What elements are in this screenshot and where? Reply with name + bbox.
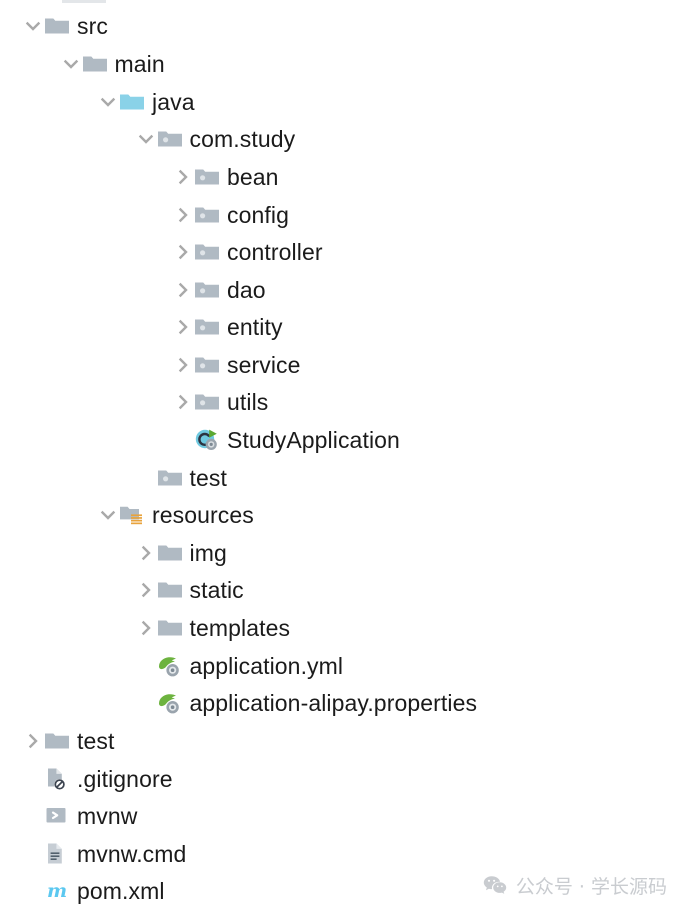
- tree-row[interactable]: bean: [0, 158, 681, 195]
- tree-row[interactable]: config: [0, 196, 681, 233]
- tree-row[interactable]: StudyApplication: [0, 421, 681, 458]
- chevron-down-icon[interactable]: [135, 128, 157, 150]
- tree-row[interactable]: java: [0, 83, 681, 120]
- tree-row[interactable]: service: [0, 346, 681, 383]
- text-file-icon: [44, 841, 70, 867]
- folder-gray-icon: [157, 540, 183, 566]
- package-gray-icon: [194, 389, 220, 415]
- tree-item-label: application.yml: [189, 652, 344, 679]
- tree-row[interactable]: application-alipay.properties: [0, 684, 681, 721]
- chevron-down-icon[interactable]: [97, 504, 119, 526]
- tree-row[interactable]: application.yml: [0, 647, 681, 684]
- tree-item-label: img: [189, 539, 227, 566]
- tree-row[interactable]: .gitignore: [0, 760, 681, 797]
- gitignore-file-icon: [44, 766, 70, 792]
- chevron-right-icon[interactable]: [172, 166, 194, 188]
- tree-row[interactable]: templates: [0, 609, 681, 646]
- chevron-right-icon[interactable]: [135, 542, 157, 564]
- tree-item-label: pom.xml: [77, 877, 165, 904]
- spring-config-icon: [157, 690, 183, 716]
- tree-item-label: main: [114, 50, 165, 77]
- tree-item-label: src: [77, 12, 108, 39]
- folder-resources-icon: [119, 502, 145, 528]
- tree-item-label: bean: [227, 163, 279, 190]
- tree-item-label: dao: [227, 276, 266, 303]
- tree-row[interactable]: src: [0, 7, 681, 44]
- tree-row[interactable]: mvnw.cmd: [0, 835, 681, 872]
- folder-gray-icon: [44, 13, 70, 39]
- tree-item-label: static: [189, 576, 244, 603]
- tree-row[interactable]: test: [0, 459, 681, 496]
- tree-item-label: service: [227, 351, 301, 378]
- spring-config-icon: [157, 653, 183, 679]
- chevron-right-icon[interactable]: [135, 617, 157, 639]
- tree-item-label: test: [77, 727, 115, 754]
- spring-boot-class-icon: [194, 427, 220, 453]
- folder-blue-icon: [119, 89, 145, 115]
- package-gray-icon: [194, 164, 220, 190]
- svg-text:m: m: [47, 880, 67, 902]
- folder-gray-icon: [157, 577, 183, 603]
- tree-item-label: mvnw.cmd: [77, 840, 187, 867]
- tree-item-label: templates: [189, 614, 291, 641]
- chevron-right-icon[interactable]: [172, 279, 194, 301]
- chevron-right-icon[interactable]: [172, 354, 194, 376]
- tree-item-label: resources: [152, 501, 254, 528]
- tree-item-label: utils: [227, 388, 269, 415]
- package-gray-icon: [194, 314, 220, 340]
- tree-row[interactable]: dao: [0, 271, 681, 308]
- watermark-text: 公众号 · 学长源码: [515, 876, 667, 898]
- tree-item-label: .gitignore: [77, 765, 173, 792]
- package-gray-icon: [194, 277, 220, 303]
- tree-row[interactable]: entity: [0, 308, 681, 345]
- chevron-right-icon[interactable]: [172, 391, 194, 413]
- folder-gray-icon: [82, 51, 108, 77]
- tree-item-label: config: [227, 201, 289, 228]
- tree-item-label: mvnw: [77, 802, 138, 829]
- package-gray-icon: [157, 126, 183, 152]
- wechat-icon: [483, 875, 507, 897]
- tree-row[interactable]: resources: [0, 496, 681, 533]
- tree-row[interactable]: utils: [0, 383, 681, 420]
- cutoff-parent-folder-icon: [62, 0, 106, 3]
- folder-gray-icon: [44, 728, 70, 754]
- chevron-right-icon[interactable]: [172, 316, 194, 338]
- chevron-down-icon[interactable]: [60, 53, 82, 75]
- tree-row[interactable]: mvnw: [0, 797, 681, 834]
- chevron-right-icon[interactable]: [172, 204, 194, 226]
- package-gray-icon: [157, 465, 183, 491]
- chevron-right-icon[interactable]: [135, 579, 157, 601]
- tree-item-label: StudyApplication: [227, 426, 400, 453]
- watermark: 公众号 · 学长源码: [483, 872, 667, 899]
- tree-item-label: com.study: [189, 125, 296, 152]
- chevron-right-icon[interactable]: [172, 241, 194, 263]
- tree-item-label: controller: [227, 238, 323, 265]
- chevron-down-icon[interactable]: [97, 91, 119, 113]
- shell-script-icon: [44, 803, 70, 829]
- tree-item-label: java: [152, 88, 195, 115]
- package-gray-icon: [194, 202, 220, 228]
- tree-row[interactable]: m pom.xml: [0, 872, 681, 909]
- tree-row[interactable]: static: [0, 571, 681, 608]
- tree-row[interactable]: test: [0, 722, 681, 759]
- tree-item-label: application-alipay.properties: [189, 689, 478, 716]
- folder-gray-icon: [157, 615, 183, 641]
- tree-row[interactable]: com.study: [0, 120, 681, 157]
- tree-row[interactable]: controller: [0, 233, 681, 270]
- package-gray-icon: [194, 352, 220, 378]
- tree-item-label: test: [189, 464, 227, 491]
- maven-file-icon: m: [44, 878, 70, 904]
- tree-item-label: entity: [227, 313, 283, 340]
- chevron-down-icon[interactable]: [22, 15, 44, 37]
- chevron-right-icon[interactable]: [22, 730, 44, 752]
- tree-row[interactable]: main: [0, 45, 681, 82]
- package-gray-icon: [194, 239, 220, 265]
- tree-row[interactable]: img: [0, 534, 681, 571]
